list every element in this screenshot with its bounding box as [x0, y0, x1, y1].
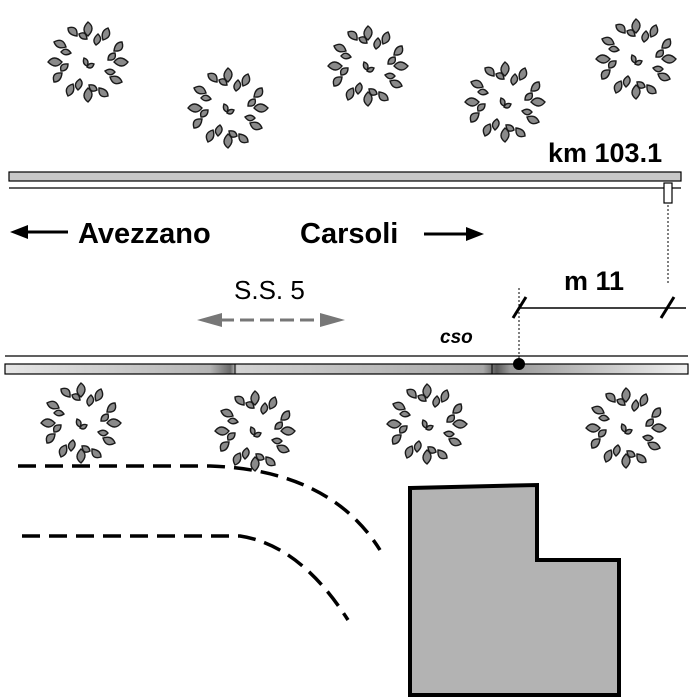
- direction-label-east: Carsoli: [300, 218, 399, 250]
- site-code-label: cso: [440, 327, 473, 348]
- arrow-left-icon: [10, 225, 68, 239]
- tree-icon: [47, 21, 129, 103]
- tree-icon: [464, 61, 546, 143]
- km-post-icon: [663, 182, 673, 204]
- side-road: [18, 464, 382, 621]
- site-point-icon: [513, 358, 525, 370]
- tree-icon: [187, 67, 269, 149]
- road-edge-north: [8, 171, 682, 189]
- road-edge-south: [4, 355, 689, 375]
- direction-label-west: Avezzano: [78, 218, 211, 250]
- tree-icon: [40, 382, 122, 464]
- km-marker-label: km 103.1: [548, 138, 663, 168]
- building: [408, 482, 621, 697]
- tree-icon: [327, 25, 409, 107]
- tree-icon: [595, 18, 677, 100]
- arrow-right-icon: [424, 227, 484, 241]
- tree-icon: [386, 383, 468, 465]
- tree-icon: [585, 387, 667, 469]
- dimension-line: [511, 288, 686, 360]
- double-arrow-icon: [197, 313, 345, 327]
- tree-icon: [214, 390, 296, 472]
- distance-label: m 11: [564, 266, 625, 296]
- road-name-label: S.S. 5: [234, 275, 305, 305]
